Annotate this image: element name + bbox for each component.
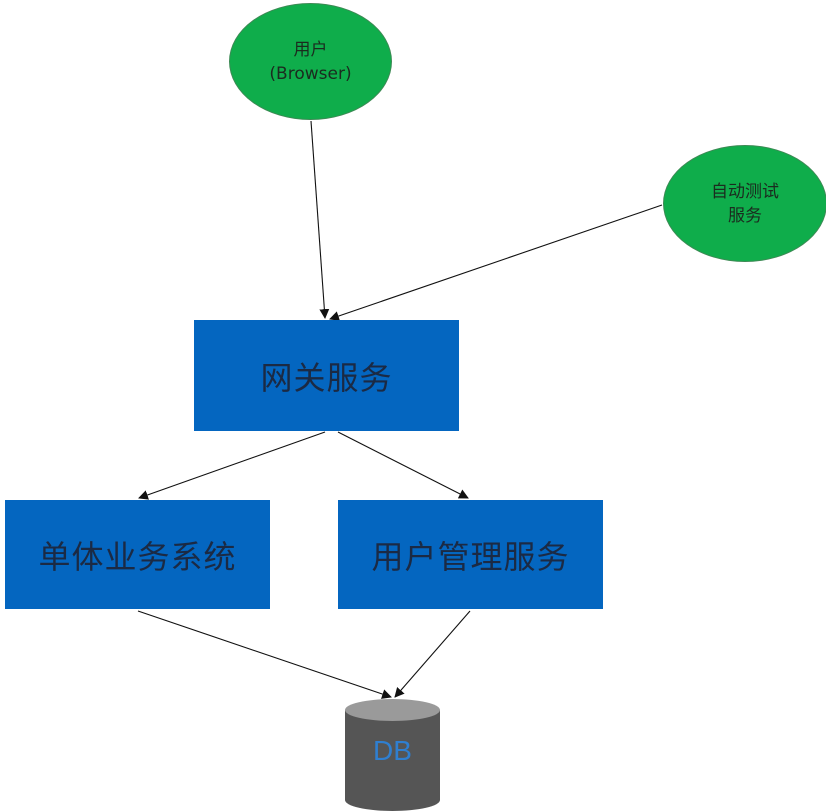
- user-browser-node: 用户 (Browser): [229, 3, 392, 120]
- edge-user-to-gateway: [310, 120, 330, 319]
- gateway-node-label: 网关服务: [260, 358, 393, 397]
- edge-gateway-to-usermgmt: [337, 431, 469, 499]
- gateway-service-node: 网关服务: [194, 320, 459, 431]
- edge-autotest-to-gateway: [329, 204, 663, 321]
- db-node-label: DB: [373, 735, 412, 766]
- edge-usermgmt-to-db: [394, 610, 471, 698]
- autotest-node-label: 自动测试: [711, 181, 779, 202]
- monolith-node-label: 单体业务系统: [38, 537, 237, 576]
- user-node-label: 用户: [293, 39, 328, 60]
- edge-gateway-to-monolith: [138, 431, 326, 500]
- database-cylinder: [345, 699, 440, 811]
- usermgmt-node-label: 用户管理服务: [371, 537, 570, 576]
- autotest-node-sublabel: 服务: [728, 205, 762, 226]
- monolith-system-node: 单体业务系统: [5, 500, 270, 609]
- autotest-service-node: 自动测试 服务: [663, 145, 826, 262]
- edge-monolith-to-db: [137, 610, 392, 699]
- user-node-sublabel: (Browser): [269, 63, 352, 84]
- user-management-service-node: 用户管理服务: [338, 500, 603, 609]
